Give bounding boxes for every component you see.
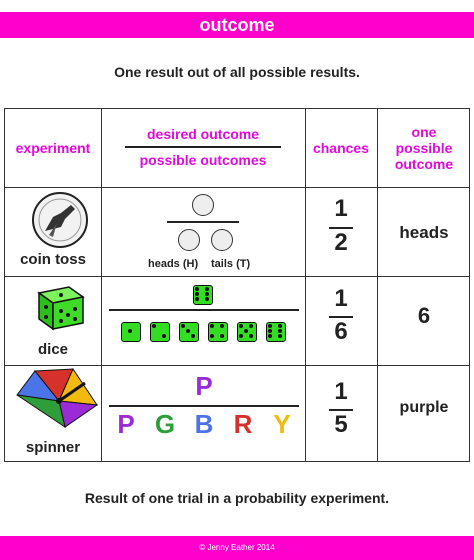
header-fraction-line [125, 146, 281, 148]
die-pip [220, 324, 224, 328]
heads-coin-icon [178, 229, 200, 251]
die-pip [239, 324, 243, 328]
header-desired-outcome: desired outcome [146, 126, 260, 142]
die-pip [278, 324, 282, 328]
die-pip [181, 324, 185, 328]
copyright-text: © Jenny Eather 2014 [199, 543, 275, 552]
die-face-4 [208, 322, 228, 342]
coin-icon [32, 192, 88, 248]
die-pip [195, 292, 199, 296]
die-pip [205, 292, 209, 296]
die-face-6 [193, 285, 213, 305]
die-pip [268, 329, 272, 333]
grid-line [5, 276, 469, 277]
tails-coin-icon [211, 229, 233, 251]
chance-fraction-line [329, 227, 353, 229]
spinner-fraction-line [109, 405, 299, 407]
chance-denominator: 5 [334, 411, 348, 438]
die-pip [220, 334, 224, 338]
dice-icon [37, 286, 85, 331]
chance-numerator: 1 [334, 285, 348, 312]
chance-numerator: 1 [334, 195, 348, 222]
die-pip [278, 329, 282, 333]
dice-fraction-line [109, 309, 299, 311]
chance-denominator: 6 [334, 318, 348, 345]
grid-line [377, 109, 378, 461]
outcome-heads: heads [399, 223, 449, 242]
grid-line [5, 187, 469, 188]
grid-line [305, 109, 306, 461]
possible-letter: Y [273, 409, 291, 439]
die-pip [268, 334, 272, 338]
die-pip [239, 334, 243, 338]
grid-line [5, 365, 469, 366]
outcome-table: experiment desired outcome possible outc… [4, 108, 470, 462]
die-pip [128, 329, 132, 333]
outcome-six: 6 [417, 303, 431, 328]
experiment-coin-toss: coin toss [20, 251, 86, 268]
die-pip [249, 334, 253, 338]
die-pip [195, 287, 199, 291]
die-pip [205, 287, 209, 291]
heads-coin-icon [192, 194, 214, 216]
possible-letter: P [117, 409, 135, 439]
chance-fraction-line [329, 316, 353, 318]
die-pip [268, 324, 272, 328]
die-pip [152, 324, 156, 328]
heads-label: heads (H) [148, 258, 199, 270]
tails-label: tails (T) [211, 258, 251, 270]
header-experiment: experiment [15, 140, 91, 156]
experiment-spinner: spinner [25, 439, 81, 456]
definition-text: One result out of all possible results. [114, 64, 360, 80]
die-face-2 [150, 322, 170, 342]
die-pip [244, 329, 248, 333]
page-title: outcome [199, 15, 275, 35]
header-chances: chances [312, 140, 370, 156]
spinner-icon [16, 367, 99, 429]
footer-text: Result of one trial in a probability exp… [84, 490, 390, 506]
coin-fraction-line [167, 221, 239, 223]
die-pip [210, 324, 214, 328]
chance-numerator: 1 [334, 378, 348, 405]
die-face-1 [121, 322, 141, 342]
desired-letter: P [195, 371, 213, 401]
grid-line [101, 109, 102, 461]
possible-letter: G [154, 409, 176, 439]
copyright-bar: © Jenny Eather 2014 [0, 536, 474, 560]
die-face-3 [179, 322, 199, 342]
possible-letter: B [194, 409, 214, 439]
header-one-possible-outcome: one possible outcome [394, 124, 454, 172]
chance-fraction-line [329, 409, 353, 411]
chance-denominator: 2 [334, 229, 348, 256]
die-pip [195, 297, 199, 301]
die-face-5 [237, 322, 257, 342]
outcome-purple: purple [399, 399, 449, 416]
possible-letter: R [233, 409, 253, 439]
header-possible-outcomes: possible outcomes [139, 152, 267, 168]
die-pip [186, 329, 190, 333]
experiment-dice: dice [37, 341, 68, 358]
die-pip [205, 297, 209, 301]
die-pip [191, 334, 195, 338]
die-pip [278, 334, 282, 338]
die-pip [162, 334, 166, 338]
die-pip [249, 324, 253, 328]
die-face-6 [266, 322, 286, 342]
title-bar: outcome [0, 12, 474, 38]
die-pip [210, 334, 214, 338]
